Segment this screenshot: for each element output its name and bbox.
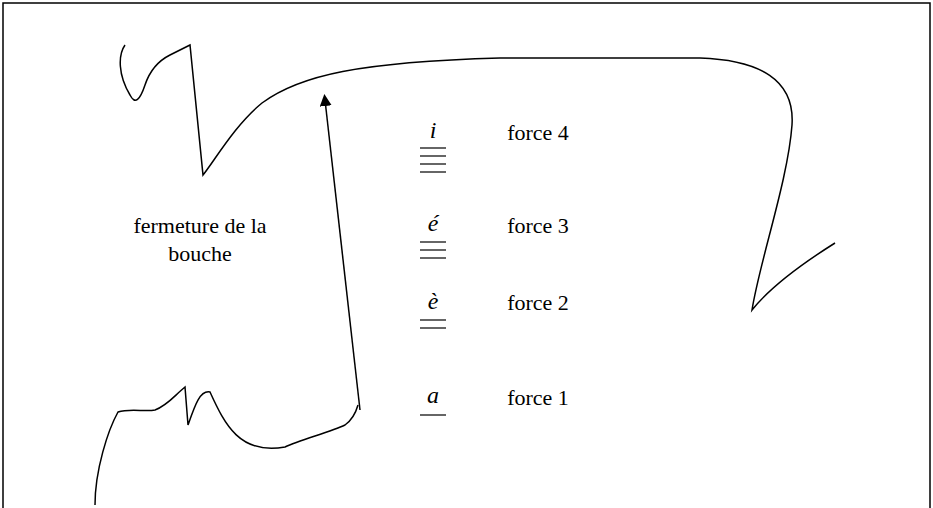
force-label: force 2 (507, 289, 569, 317)
vowel-label: é (428, 208, 439, 238)
force-label: force 1 (507, 384, 569, 412)
lower-jaw-outline (95, 387, 358, 505)
vowel-label: a (427, 380, 439, 410)
frame (3, 3, 930, 508)
force-lines (420, 148, 446, 415)
vowel-label: è (428, 286, 439, 316)
vowel-label: i (430, 115, 437, 145)
closing-arrow (325, 100, 360, 410)
annotation-text: fermeture de la bouche (115, 212, 285, 267)
upper-mouth-outline (120, 45, 835, 310)
force-label: force 3 (507, 212, 569, 240)
force-label: force 4 (507, 119, 569, 147)
